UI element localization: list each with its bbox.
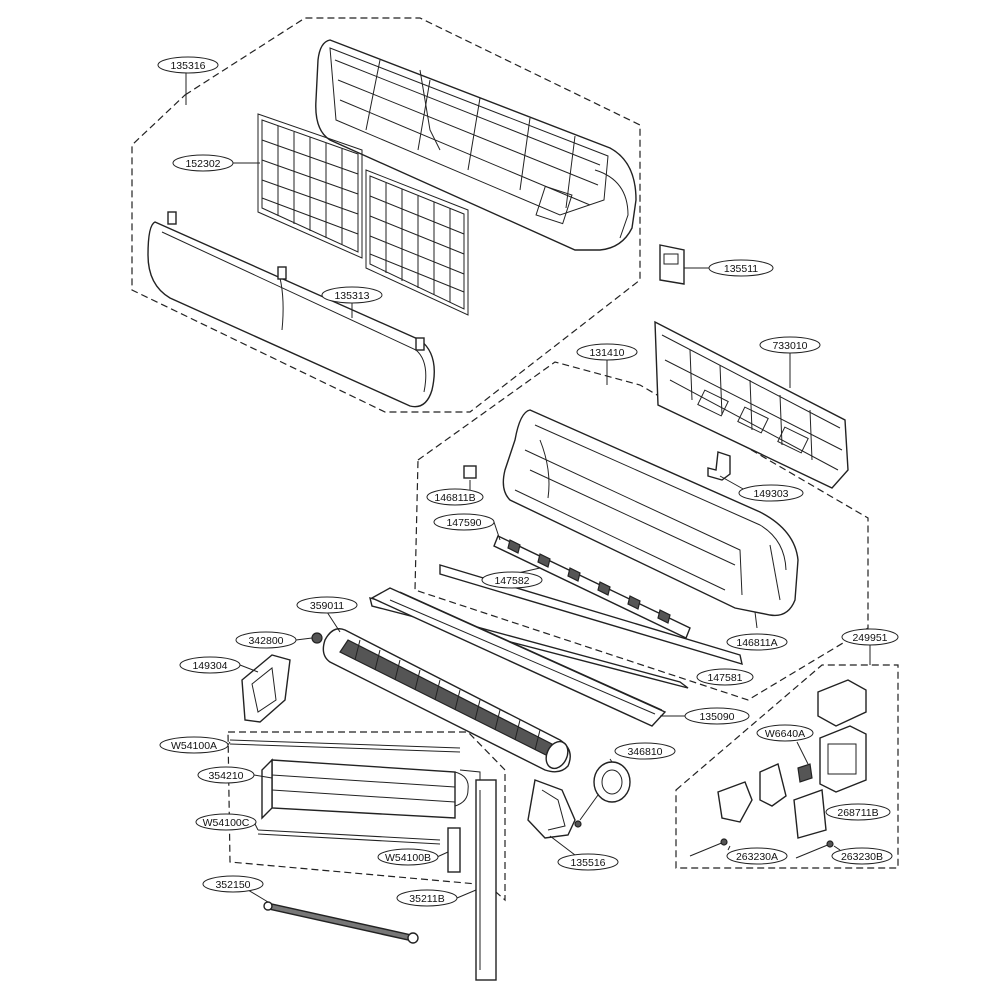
label-149303: 149303 [738,484,804,502]
label-text-346810: 346810 [627,746,662,758]
label-text-135090: 135090 [699,711,734,723]
evaporator-part[interactable] [261,758,481,820]
control-box-group [675,664,899,869]
label-147590: 147590 [433,513,495,531]
label-352150: 352150 [202,875,264,893]
label-146811A: 146811A [726,633,788,651]
label-135511: 135511 [708,259,774,277]
label-text-W6640A: W6640A [765,728,805,740]
pipe-c-part[interactable] [257,829,441,845]
label-147582: 147582 [481,571,543,589]
label-text-342800: 342800 [248,635,283,647]
pipe-b-part[interactable] [447,827,461,873]
label-text-135511: 135511 [724,263,758,275]
motor-cover-part[interactable] [527,779,582,839]
air-filter-part[interactable] [257,113,469,316]
label-W54100A: W54100A [159,736,229,754]
label-text-146811A: 146811A [736,637,777,649]
evaporator-group [227,731,506,902]
chassis-assembly-group [414,361,869,701]
side-plate-part[interactable] [475,779,497,981]
label-W6640A: W6640A [756,724,814,742]
holder-part[interactable] [241,654,291,723]
drain-hose-part[interactable] [263,901,419,944]
label-147581: 147581 [696,668,754,686]
label-text-147590: 147590 [446,517,481,529]
pipe-a-part[interactable] [229,739,461,753]
label-149304: 149304 [179,656,241,674]
label-text-152302: 152302 [185,158,220,170]
label-text-147582: 147582 [494,575,529,587]
label-text-263230A: 263230A [736,851,778,863]
label-text-263230B: 263230B [841,851,883,863]
label-152302: 152302 [172,154,234,172]
label-131410: 131410 [576,343,638,361]
fan-motor-part[interactable] [579,761,631,821]
label-text-146811B: 146811B [434,492,475,504]
mounting-plate-part[interactable] [654,320,849,489]
label-text-W54100B: W54100B [385,852,431,864]
label-text-249951: 249951 [852,632,887,644]
vane-motor-part[interactable] [493,535,691,639]
front-assembly-group [131,17,641,413]
cross-flow-fan-part[interactable] [322,628,572,773]
bearing-part[interactable] [311,632,323,644]
sensor-b-part[interactable] [795,840,834,859]
label-text-135313: 135313 [334,290,369,302]
label-text-135516: 135516 [570,857,605,869]
label-354210: 354210 [197,766,255,784]
label-W54100B: W54100B [377,848,439,866]
label-263230B: 263230B [831,847,893,865]
front-grille-part[interactable] [315,39,637,251]
label-text-354210: 354210 [208,770,243,782]
display-pcb-part[interactable] [793,789,827,839]
label-text-149304: 149304 [192,660,227,672]
front-cover-part[interactable] [147,211,435,408]
label-W54100C: W54100C [195,813,257,831]
small-cover-part[interactable] [659,244,685,285]
label-249951: 249951 [841,628,899,646]
label-text-352150: 352150 [215,879,250,891]
label-263230A: 263230A [726,847,788,865]
label-146811B: 146811B [426,488,484,506]
label-text-W54100C: W54100C [203,817,250,829]
horizontal-vane-part[interactable] [439,564,743,666]
label-346810: 346810 [614,742,676,760]
label-135316: 135316 [157,56,219,74]
label-text-35211B: 35211B [409,893,444,905]
label-135313: 135313 [321,286,383,304]
pcb-assembly-part[interactable] [819,725,867,793]
label-35211B: 35211B [396,889,458,907]
terminal-block-part[interactable] [797,763,813,783]
label-text-359011: 359011 [310,600,344,612]
label-359011: 359011 [296,596,358,614]
label-text-135316: 135316 [170,60,205,72]
label-text-147581: 147581 [707,672,742,684]
sensor-a-part[interactable] [689,838,728,857]
bracket-part[interactable] [707,451,731,481]
label-text-268711B: 268711B [837,807,878,819]
label-135090: 135090 [684,707,750,725]
label-text-131410: 131410 [589,347,624,359]
leader-lines [185,72,871,903]
chassis-part[interactable] [502,409,799,617]
pcb-bracket-part[interactable] [717,763,787,823]
label-342800: 342800 [235,631,297,649]
label-268711B: 268711B [825,803,891,821]
label-text-W54100A: W54100A [171,740,217,752]
clip-b-part[interactable] [463,465,477,479]
label-135516: 135516 [557,853,619,871]
label-733010: 733010 [759,336,821,354]
label-text-733010: 733010 [772,340,807,352]
control-box-cover-part[interactable] [817,679,867,727]
label-text-149303: 149303 [753,488,788,500]
drain-pan-part[interactable] [370,587,667,727]
